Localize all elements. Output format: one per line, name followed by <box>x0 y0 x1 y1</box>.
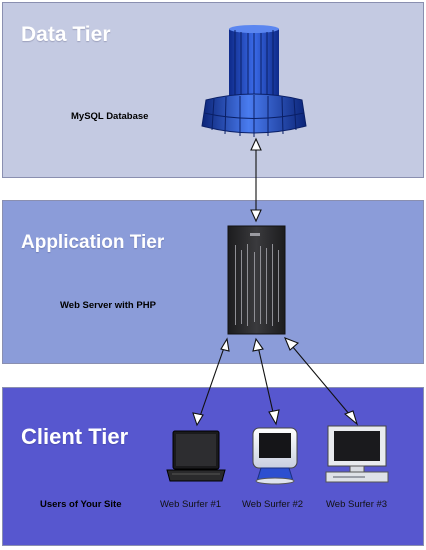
users-label: Users of Your Site <box>40 499 122 510</box>
client-tier-panel: Client Tier <box>2 387 424 546</box>
data-tier-panel: Data Tier <box>2 2 424 178</box>
database-label: MySQL Database <box>71 111 149 122</box>
client-tier-title: Client Tier <box>21 424 129 449</box>
application-tier-panel: Application Tier <box>2 200 424 364</box>
application-tier-title: Application Tier <box>21 232 165 253</box>
data-tier-title: Data Tier <box>21 23 111 46</box>
web-surfer-3-label: Web Surfer #3 <box>326 499 388 510</box>
web-surfer-2-label: Web Surfer #2 <box>242 499 304 510</box>
web-surfer-1-label: Web Surfer #1 <box>160 499 222 510</box>
web-server-label: Web Server with PHP <box>60 300 156 311</box>
